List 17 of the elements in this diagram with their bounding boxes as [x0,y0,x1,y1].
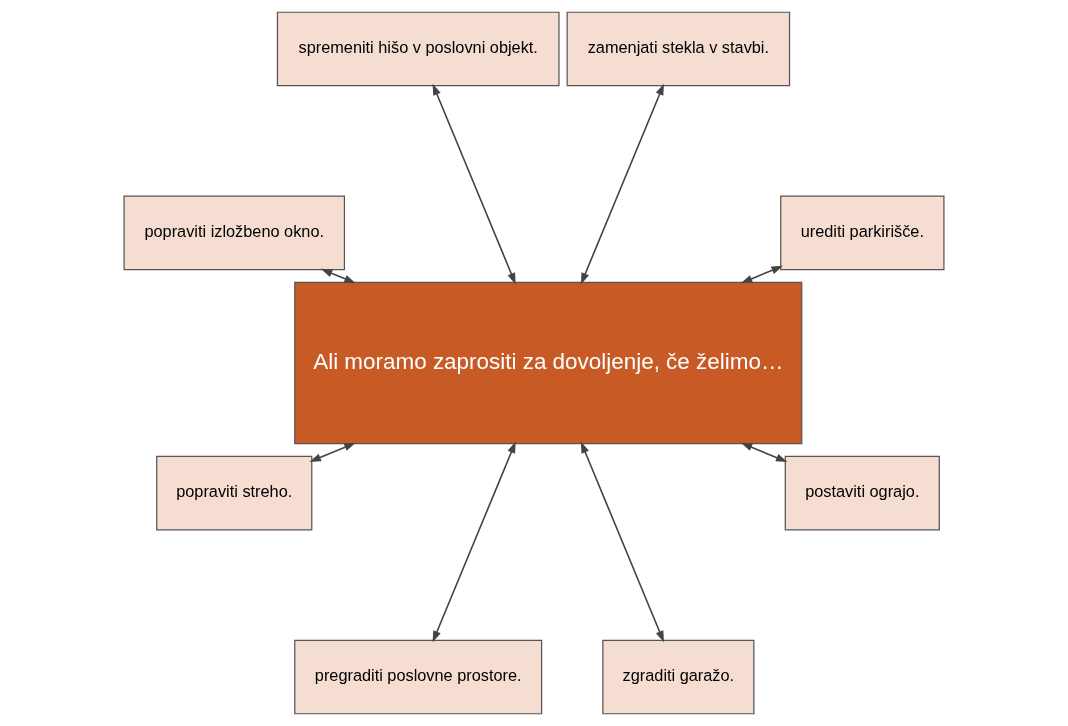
node-box: spremeniti hišo v poslovni objekt. [276,11,560,87]
node-box: pregraditi poslovne prostore. [294,639,543,715]
arrow [580,441,664,643]
arrow [740,265,783,284]
node-box: zgraditi garažo. [602,639,755,715]
arrow [580,83,664,285]
node-box: zamenjati stekla v stavbi. [566,11,791,87]
arrow [320,268,356,284]
node-box: popraviti izložbeno okno. [123,195,346,271]
node-box: postaviti ograjo. [784,455,940,531]
node-box: popraviti streho. [156,455,313,531]
arrow [432,83,516,285]
arrow [432,441,516,643]
node-box: Ali moramo zaprositi za dovoljenje, če želimo… [294,281,803,445]
arrow [740,442,788,463]
arrow [309,442,356,462]
node-box: urediti parkirišče. [780,195,945,271]
